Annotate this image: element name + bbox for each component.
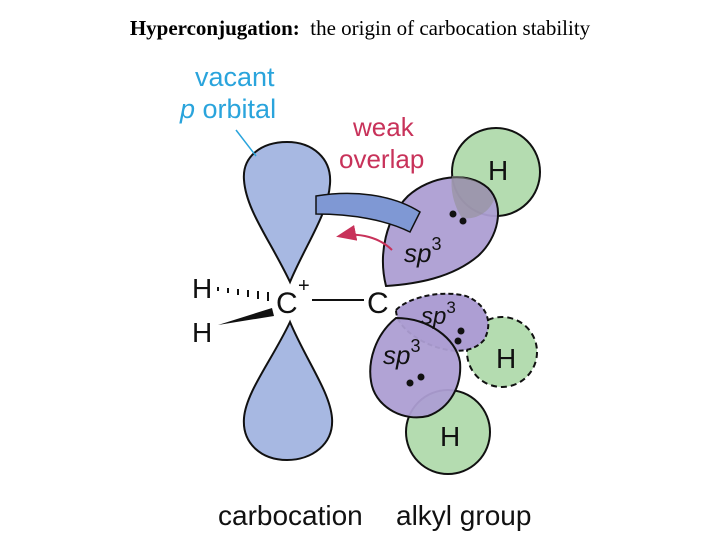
sp3-orbital-lower	[369, 316, 462, 419]
electron-pair-lower	[406, 373, 425, 387]
p-orbital-lower-lobe	[242, 319, 334, 462]
p-orbital-label: p orbital	[179, 94, 276, 124]
atom-h-top: H	[488, 155, 508, 186]
solid-wedge-bond	[218, 308, 274, 325]
electron-pair-upper	[449, 210, 467, 225]
carbocation-label: carbocation	[218, 500, 363, 531]
atom-h-dashed: H	[496, 343, 516, 374]
hyperconjugation-arrow	[336, 225, 393, 251]
overlap-region-top	[451, 176, 494, 219]
atom-h-bottom: H	[440, 421, 460, 452]
title-bold: Hyperconjugation:	[129, 16, 300, 40]
atom-h-hashed: H	[192, 273, 212, 304]
p-orbital-upper-lobe	[242, 140, 332, 285]
sp3-label-lower: sp3	[383, 336, 420, 370]
overlap-label: overlap	[339, 144, 424, 174]
vacant-label: vacant	[195, 62, 275, 92]
sp3-label-upper: sp3	[404, 234, 441, 268]
page-title: Hyperconjugation: the origin of carbocat…	[0, 16, 720, 41]
alkyl-group-label: alkyl group	[396, 500, 531, 531]
vacant-pointer-line	[235, 129, 257, 157]
electron-pair-back	[454, 327, 465, 345]
positive-charge: +	[298, 275, 310, 297]
weak-label: weak	[352, 112, 415, 142]
title-rest: the origin of carbocation stability	[310, 16, 591, 40]
atom-h-wedge: H	[192, 317, 212, 348]
weak-overlap-band	[315, 192, 421, 234]
sp3-label-back: sp3	[421, 298, 456, 330]
atom-c-plus: C	[276, 287, 298, 320]
atom-c: C	[367, 287, 389, 320]
hashed-wedge-bond	[217, 287, 269, 301]
